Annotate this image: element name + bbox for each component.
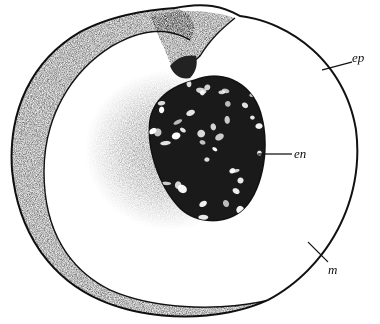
label-m: m: [328, 262, 337, 277]
label-en: en: [294, 146, 306, 161]
label-ep: ep: [352, 50, 365, 65]
